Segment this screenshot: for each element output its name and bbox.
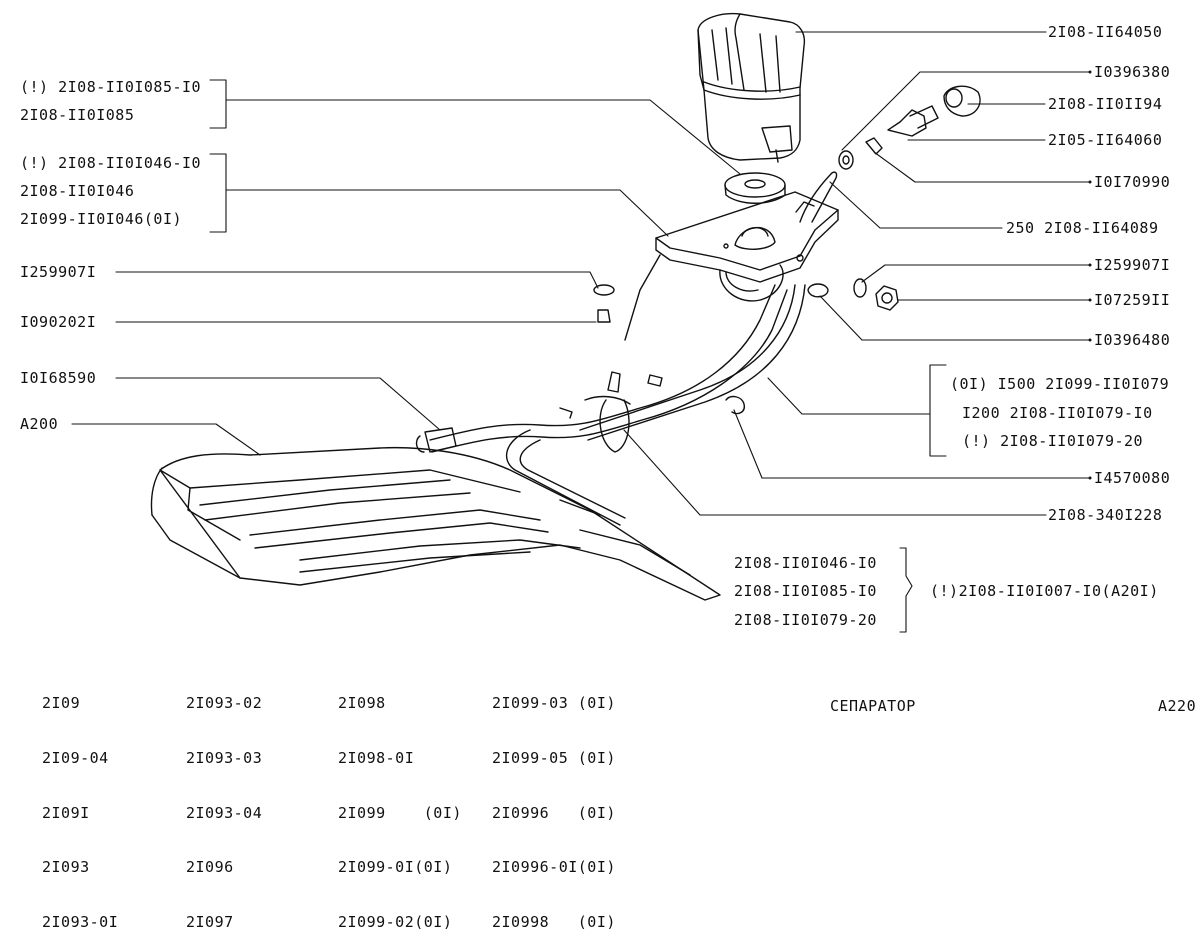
label-grommet-1: (!) 2I08-II0I085-I0	[20, 78, 202, 96]
page-code: A220	[1158, 697, 1197, 715]
model-item: 2I099-02(0I)	[338, 912, 453, 931]
model-item: 2I09-04	[42, 749, 109, 767]
model-item: 2I093-04	[186, 803, 263, 822]
model-item: 2I0998 (0I)	[492, 912, 616, 931]
models-col-4: 2I099-03 (0I) 2I099-05 (0I) 2I0996 (0I) …	[492, 658, 616, 949]
model-item: 2I0996 (0I)	[492, 803, 616, 822]
label-washer-left: I259907I	[20, 263, 97, 281]
model-item: 2I099-0I(0I)	[338, 858, 453, 877]
label-nut: I07259II	[1094, 291, 1171, 309]
label-valve-cap: 2I08-II0II94	[1048, 95, 1163, 113]
label-kit-item-1: 2I08-II0I046-I0	[734, 554, 877, 572]
models-col-1: 2I09 2I09-04 2I09I 2I093 2I093-0I	[42, 658, 118, 949]
label-hose-clamp: I0I68590	[20, 369, 97, 387]
model-item: 2I093	[42, 858, 90, 877]
label-valve: 2I05-II64060	[1048, 131, 1163, 149]
model-item: 2I096	[186, 858, 234, 877]
label-clamp: 2I08-340I228	[1048, 506, 1163, 524]
model-item: 2I0996-0I(0I)	[492, 858, 616, 877]
label-pipe-3: (!) 2I08-II0I079-20	[962, 432, 1144, 450]
label-clip-ring: I0I70990	[1094, 173, 1171, 191]
models-col-3: 2I098 2I098-0I 2I099 (0I) 2I099-0I(0I) 2…	[338, 658, 462, 949]
grommet-drawing	[724, 171, 838, 223]
label-tank-ref: A200	[20, 415, 59, 433]
model-item: 2I093-03	[186, 749, 263, 767]
page-title: СЕПАРАТОР	[830, 697, 916, 715]
label-separator-tank: 2I08-II64050	[1048, 23, 1163, 41]
separator-diagram	[71, 12, 1092, 633]
label-kit-item-3: 2I08-II0I079-20	[734, 611, 877, 629]
label-kit-item-2: 2I08-II0I085-I0	[734, 582, 877, 600]
bracket-drawing	[624, 191, 839, 341]
label-grommet-2: 2I08-II0I085	[20, 106, 135, 124]
models-col-2: 2I093-02 2I093-03 2I093-04 2I096 2I097	[186, 658, 262, 949]
label-clip: I4570080	[1094, 469, 1171, 487]
label-washer-rubber: I0396480	[1094, 331, 1171, 349]
label-kit: (!)2I08-II0I007-I0(A20I)	[930, 582, 1159, 600]
label-pipe-2: I200 2I08-II0I079-I0	[962, 404, 1153, 422]
label-tube: 250 2I08-II64089	[1006, 219, 1159, 237]
model-item: 2I098-0I	[338, 749, 415, 767]
model-item: 2I099-03 (0I)	[492, 694, 616, 713]
model-item: 2I093-02	[186, 694, 263, 713]
label-bracket-3: 2I099-II0I046(0I)	[20, 210, 183, 228]
leader-lines	[71, 31, 1091, 633]
model-item: 2I099-05 (0I)	[492, 749, 616, 767]
label-pipe-1: (0I) I500 2I099-II0I079	[950, 375, 1170, 393]
model-item: 2I098	[338, 694, 386, 713]
label-washer-right: I259907I	[1094, 256, 1171, 274]
label-bracket-2: 2I08-II0I046	[20, 182, 135, 200]
label-washer-top: I0396380	[1094, 63, 1171, 81]
model-item: 2I097	[186, 912, 234, 931]
fuel-tank-drawing	[150, 446, 721, 601]
model-item: 2I093-0I	[42, 912, 119, 931]
model-item: 2I099 (0I)	[338, 803, 462, 822]
model-item: 2I09I	[42, 803, 90, 822]
label-bracket-1: (!) 2I08-II0I046-I0	[20, 154, 202, 172]
label-bolt: I090202I	[20, 313, 97, 331]
small-parts-drawing	[593, 85, 981, 323]
breather-pipes-drawing	[415, 284, 806, 526]
model-item: 2I09	[42, 694, 81, 713]
separator-tank-drawing	[697, 12, 806, 163]
